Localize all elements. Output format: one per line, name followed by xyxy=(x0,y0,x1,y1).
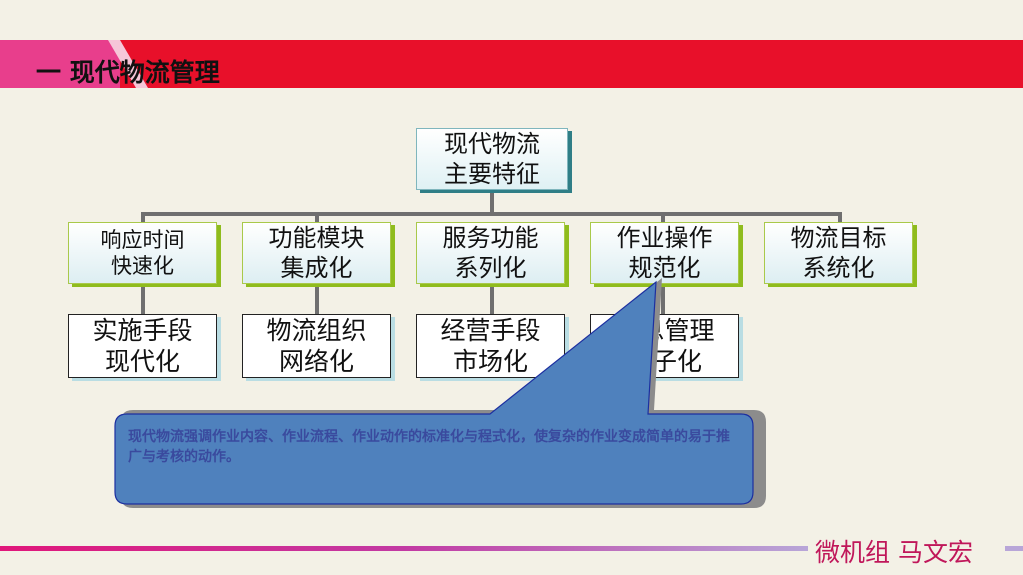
footer-bar xyxy=(0,546,808,551)
footer-author: 微机组 马文宏 xyxy=(815,538,973,567)
sub-node-2: 物流组织 网络化 xyxy=(242,314,391,378)
callout-text: 现代物流强调作业内容、作业流程、作业动作的标准化与程式化，使复杂的作业变成简单的… xyxy=(128,429,730,465)
sub-node-1: 实施手段 现代化 xyxy=(68,314,217,378)
category-node-3: 服务功能 系列化 xyxy=(416,222,565,284)
sub-node-label: 物流组织 网络化 xyxy=(266,315,367,376)
header-accent xyxy=(0,40,120,88)
root-node-label: 现代物流 主要特征 xyxy=(444,130,540,188)
connector-sub-3 xyxy=(490,285,494,315)
category-node-label: 功能模块 集成化 xyxy=(268,224,365,282)
connector-sub-1 xyxy=(141,285,145,315)
header-band xyxy=(0,40,1023,88)
category-node-2: 功能模块 集成化 xyxy=(242,222,391,284)
connector-drop-5 xyxy=(838,212,842,224)
sub-node-label: 实施手段 现代化 xyxy=(92,315,193,376)
category-node-5: 物流目标 系统化 xyxy=(764,222,913,284)
sub-node-label: 经营手段 市场化 xyxy=(440,315,541,376)
category-node-1: 响应时间 快速化 xyxy=(68,222,217,284)
root-node: 现代物流 主要特征 xyxy=(416,128,568,190)
footer-dash xyxy=(1005,546,1023,551)
connector-root xyxy=(490,190,494,214)
category-node-label: 服务功能 系列化 xyxy=(442,224,539,282)
connector-drop-4 xyxy=(661,212,665,224)
connector-sub-2 xyxy=(315,285,319,315)
category-node-4: 作业操作 规范化 xyxy=(590,222,739,284)
category-node-label: 作业操作 规范化 xyxy=(616,224,713,282)
page-title: 一 现代物流管理 xyxy=(36,58,220,87)
connector-sub-4 xyxy=(661,285,665,315)
connector-drop-2 xyxy=(315,212,319,224)
category-node-label: 物流目标 系统化 xyxy=(790,224,887,282)
connector-drop-1 xyxy=(141,212,145,224)
category-node-label: 响应时间 快速化 xyxy=(100,227,185,278)
connector-horizontal xyxy=(141,212,842,216)
sub-node-3: 经营手段 市场化 xyxy=(416,314,565,378)
